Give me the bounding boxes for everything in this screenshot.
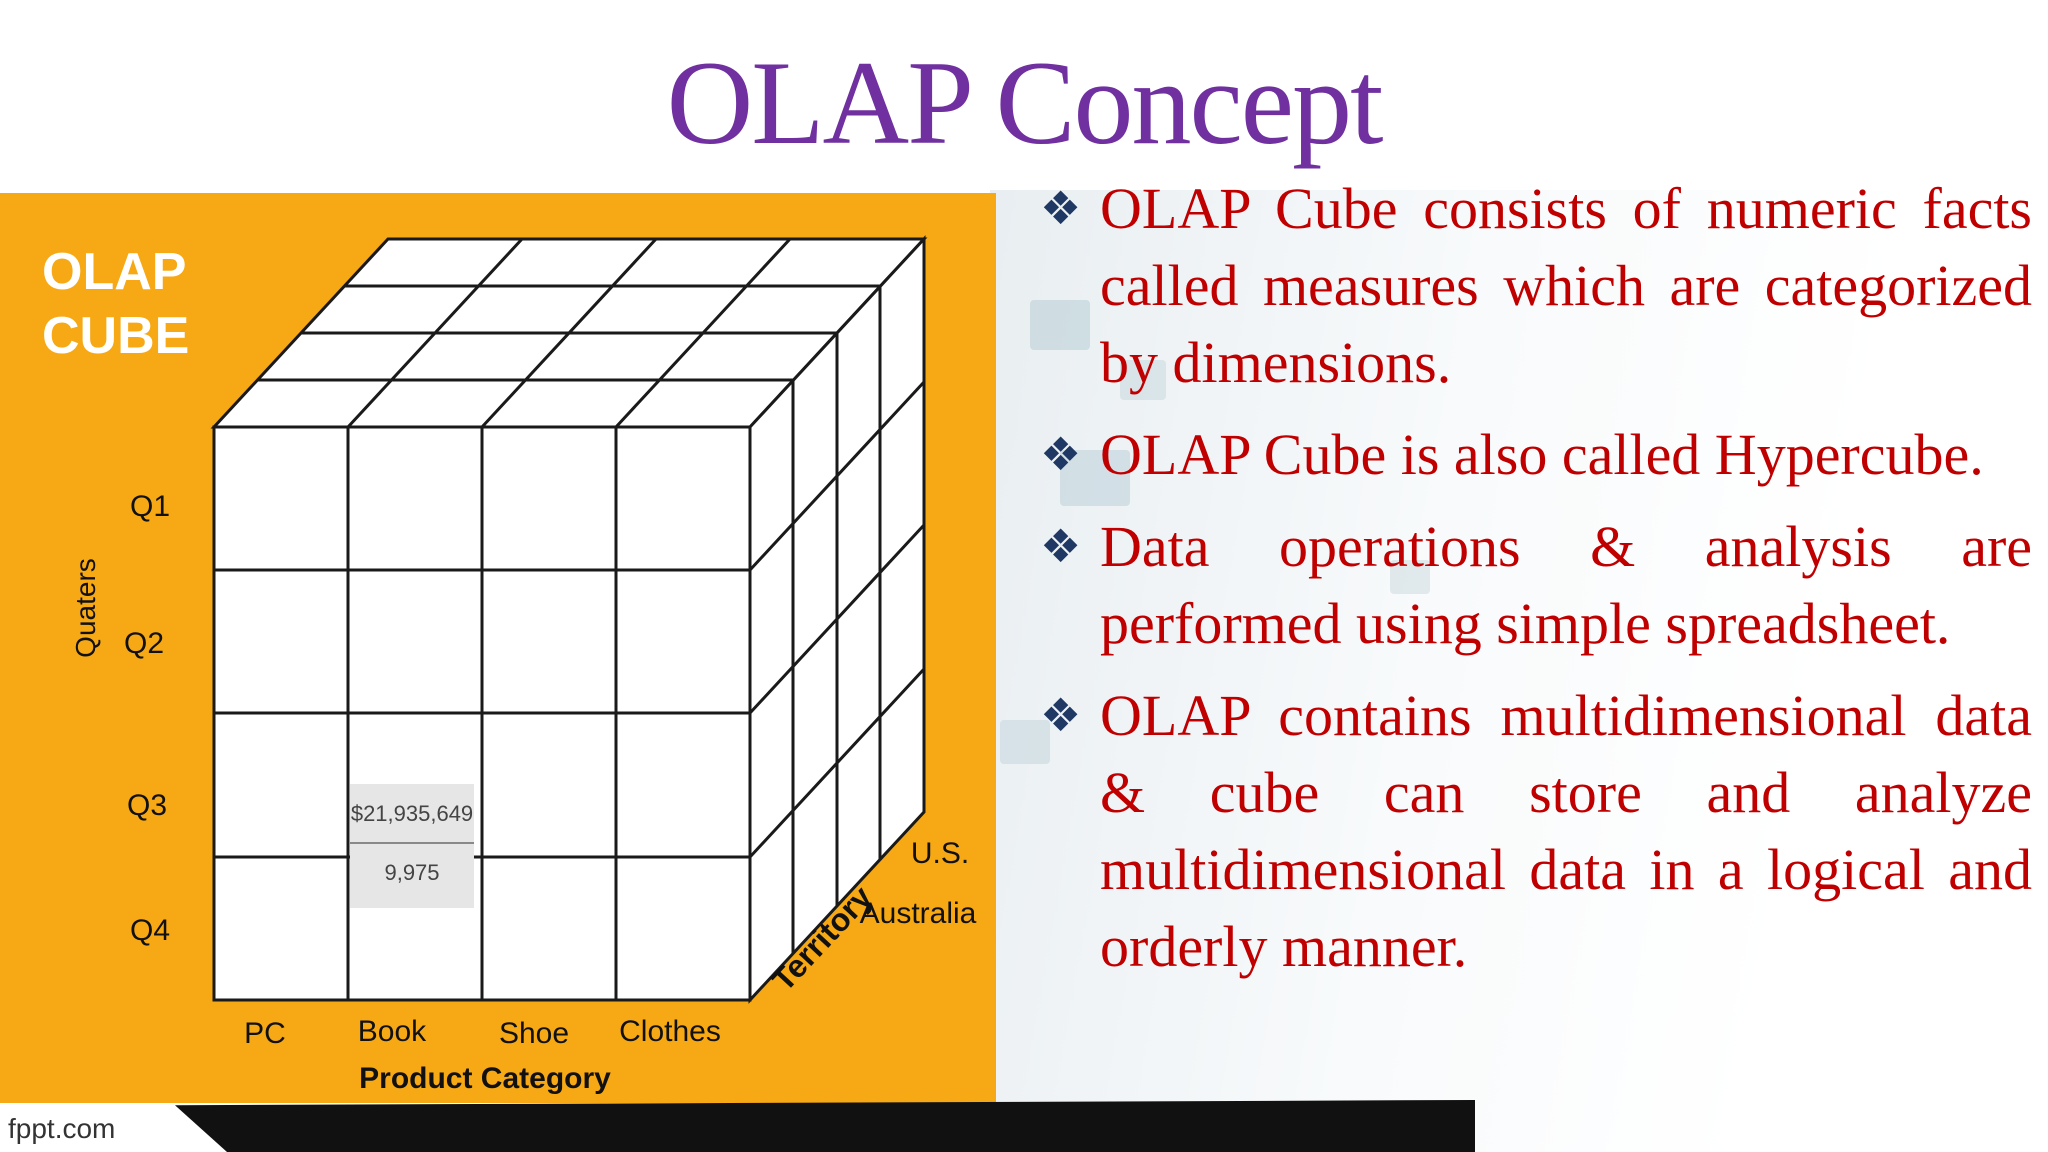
- cube-heading-line-2: CUBE: [42, 307, 190, 365]
- category-label-book: Book: [358, 1015, 427, 1048]
- bullet-item: ❖ OLAP Cube is also called Hypercube.: [1040, 416, 2032, 493]
- cell-value-box: [350, 784, 474, 908]
- bullet-text: OLAP Cube consists of numeric facts call…: [1100, 176, 2032, 395]
- quarters-axis-label: Quaters: [70, 558, 101, 658]
- territory-labels: U.S. Australia: [860, 837, 977, 930]
- decorative-cube: [1060, 450, 1130, 506]
- category-label-clothes: Clothes: [619, 1015, 721, 1048]
- cell-value-1: $21,935,649: [351, 801, 473, 826]
- cube-heading: OLAP CUBE: [42, 240, 189, 368]
- footer-watermark: fppt.com: [8, 1113, 116, 1144]
- quarter-labels: Q1 Q2 Q3 Q4: [124, 490, 170, 947]
- cell-value-2: 9,975: [384, 860, 439, 885]
- bullet-text: OLAP contains multidimensional data & cu…: [1100, 683, 2032, 979]
- footer-bar: [175, 1100, 1475, 1152]
- bullet-item: ❖ Data operations & analysis are perform…: [1040, 508, 2032, 662]
- diamond-bullet-icon: ❖: [1040, 688, 1082, 742]
- territory-label-australia: Australia: [860, 897, 977, 930]
- category-labels: PC Book Shoe Clothes: [244, 1015, 721, 1050]
- bullet-text: OLAP Cube is also called Hypercube.: [1100, 422, 1984, 487]
- bullet-text: Data operations & analysis are performed…: [1100, 514, 2032, 656]
- decorative-cube: [1390, 560, 1430, 594]
- decorative-cube: [1000, 720, 1050, 764]
- category-label-shoe: Shoe: [499, 1017, 569, 1050]
- highlighted-cell: $21,935,649 9,975: [350, 784, 474, 908]
- diamond-bullet-icon: ❖: [1040, 427, 1082, 481]
- diamond-bullet-icon: ❖: [1040, 181, 1082, 235]
- bullet-item: ❖ OLAP Cube consists of numeric facts ca…: [1040, 170, 2032, 401]
- bullet-list: ❖ OLAP Cube consists of numeric facts ca…: [1040, 170, 2032, 1000]
- quarter-label-q1: Q1: [130, 490, 170, 523]
- cube-grid: [214, 237, 926, 1000]
- decorative-cube: [1030, 300, 1090, 350]
- cube-heading-line-1: OLAP: [42, 243, 187, 301]
- territory-label-us: U.S.: [911, 837, 969, 870]
- category-label-pc: PC: [244, 1017, 286, 1050]
- category-axis-label: Product Category: [359, 1062, 611, 1095]
- slide-title: OLAP Concept: [666, 36, 1384, 169]
- background-wash: [990, 190, 2048, 1152]
- olap-cube-diagram: $21,935,649 9,975 Q1 Q2 Q3 Q4 Quaters PC…: [70, 235, 977, 1095]
- cube-faces: [210, 235, 928, 1004]
- olap-cube-figure: $21,935,649 9,975 Q1 Q2 Q3 Q4 Quaters PC…: [0, 193, 996, 1103]
- quarter-label-q4: Q4: [130, 914, 170, 947]
- diamond-bullet-icon: ❖: [1040, 519, 1082, 573]
- quarter-label-q2: Q2: [124, 627, 164, 660]
- bullet-item: ❖ OLAP contains multidimensional data & …: [1040, 677, 2032, 985]
- quarter-label-q3: Q3: [127, 789, 167, 822]
- decorative-cube: [1120, 360, 1166, 400]
